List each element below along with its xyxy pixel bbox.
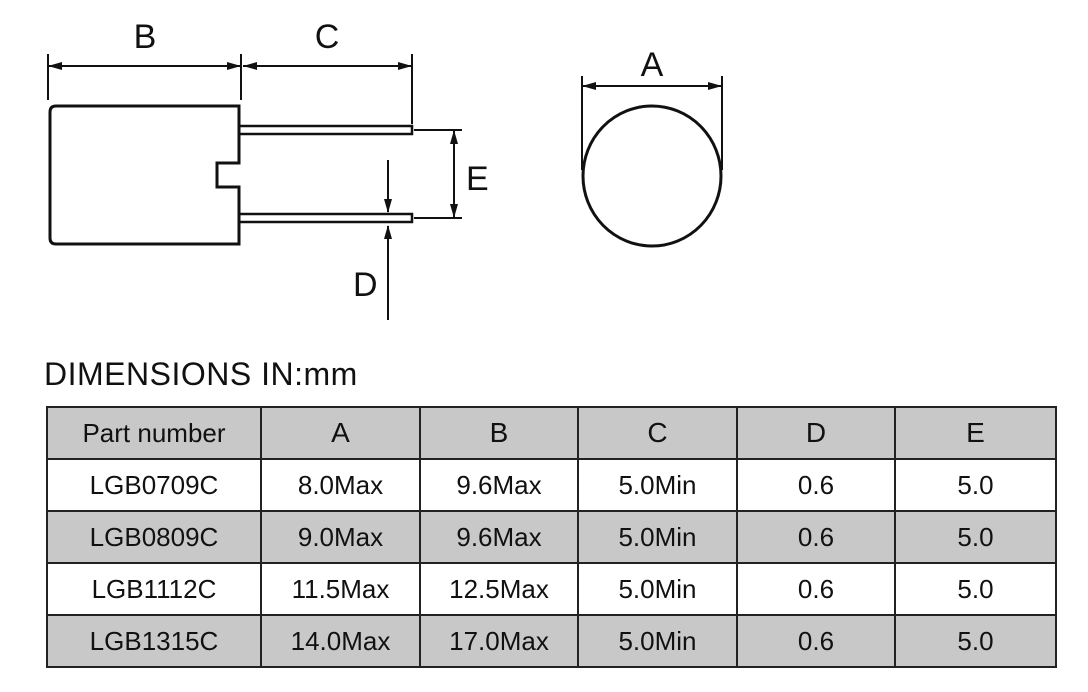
- label-d: D: [353, 266, 378, 304]
- cell-part-number: LGB0809C: [46, 510, 262, 564]
- cell-d: 0.6: [736, 562, 896, 616]
- header-d: D: [736, 406, 896, 460]
- cell-b: 12.5Max: [419, 562, 579, 616]
- cell-part-number: LGB0709C: [46, 458, 262, 512]
- component-end-view: [581, 104, 723, 248]
- header-c: C: [577, 406, 738, 460]
- dimensions-title: DIMENSIONS IN:mm: [44, 356, 358, 392]
- cell-b: 9.6Max: [419, 458, 579, 512]
- header-part-number: Part number: [46, 406, 262, 460]
- label-a: A: [641, 46, 664, 84]
- cell-c: 5.0Min: [577, 562, 738, 616]
- cell-c: 5.0Min: [577, 458, 738, 512]
- header-a: A: [260, 406, 421, 460]
- cell-d: 0.6: [736, 458, 896, 512]
- cell-a: 14.0Max: [260, 614, 421, 668]
- cell-d: 0.6: [736, 510, 896, 564]
- table-row: LGB0709C 8.0Max 9.6Max 5.0Min 0.6 5.0: [46, 458, 1057, 512]
- dimension-e: [414, 129, 462, 219]
- dimension-b: [47, 54, 242, 100]
- dimension-a: [581, 76, 723, 170]
- label-e: E: [466, 160, 489, 198]
- table-row: LGB1112C 11.5Max 12.5Max 5.0Min 0.6 5.0: [46, 562, 1057, 616]
- cell-a: 9.0Max: [260, 510, 421, 564]
- label-b: B: [134, 18, 157, 56]
- cell-d: 0.6: [736, 614, 896, 668]
- header-e: E: [894, 406, 1057, 460]
- cell-b: 9.6Max: [419, 510, 579, 564]
- cell-e: 5.0: [894, 562, 1057, 616]
- cell-part-number: LGB1112C: [46, 562, 262, 616]
- cell-e: 5.0: [894, 458, 1057, 512]
- cell-a: 11.5Max: [260, 562, 421, 616]
- cell-e: 5.0: [894, 510, 1057, 564]
- cell-a: 8.0Max: [260, 458, 421, 512]
- cell-c: 5.0Min: [577, 510, 738, 564]
- cell-e: 5.0: [894, 614, 1057, 668]
- table-row: LGB0809C 9.0Max 9.6Max 5.0Min 0.6 5.0: [46, 510, 1057, 564]
- table-row: LGB1315C 14.0Max 17.0Max 5.0Min 0.6 5.0: [46, 614, 1057, 668]
- dimensions-table: Part number A B C D E LGB0709C 8.0Max 9.…: [46, 406, 1057, 668]
- cell-b: 17.0Max: [419, 614, 579, 668]
- table-header-row: Part number A B C D E: [46, 406, 1057, 460]
- cell-c: 5.0Min: [577, 614, 738, 668]
- cell-part-number: LGB1315C: [46, 614, 262, 668]
- label-c: C: [315, 18, 340, 56]
- component-leads: [237, 124, 414, 224]
- dimension-c: [243, 54, 413, 124]
- dimension-drawing: B C E D A: [47, 18, 723, 320]
- header-b: B: [419, 406, 579, 460]
- component-side-view: [48, 104, 241, 246]
